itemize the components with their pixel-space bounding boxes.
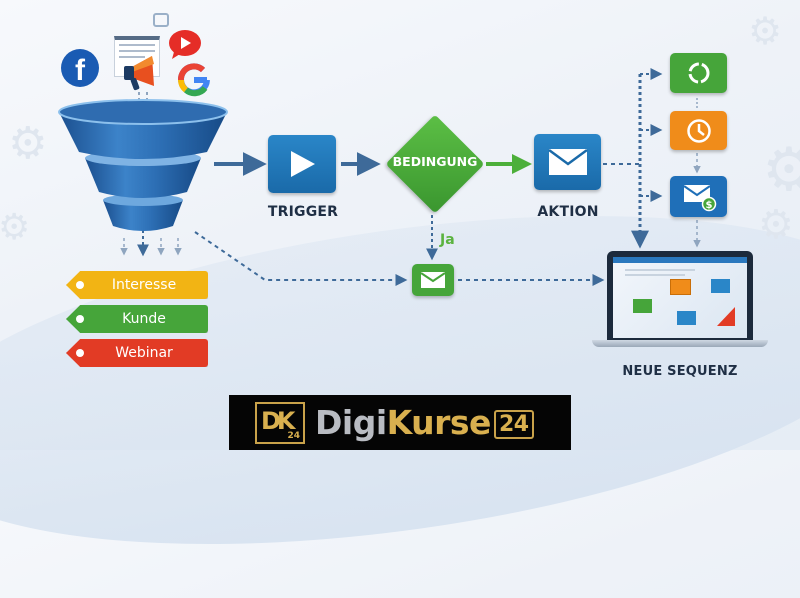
svg-text:$: $ — [705, 200, 712, 211]
tag-hole-icon — [76, 315, 84, 323]
tag-hole-icon — [76, 281, 84, 289]
mail-icon — [547, 148, 588, 175]
seq-mail-icon — [670, 279, 691, 295]
connector-lines — [120, 68, 701, 286]
tag-webinar[interactable]: Webinar — [66, 339, 208, 367]
laptop-base — [592, 340, 768, 347]
youtube-icon — [169, 30, 201, 59]
window-titlebar — [613, 257, 747, 263]
facebook-icon: f — [61, 49, 99, 87]
gear-icon: ⚙ — [0, 207, 31, 248]
laptop-screen[interactable] — [607, 251, 753, 342]
step-mail-offer[interactable]: $ — [670, 176, 727, 217]
trigger-node[interactable] — [268, 135, 336, 193]
tag-interesse[interactable]: Interesse — [66, 271, 208, 299]
trigger-label: TRIGGER — [267, 204, 339, 220]
gear-icon: ⚙ — [758, 202, 794, 248]
yes-label: Ja — [440, 232, 455, 248]
step-wait[interactable] — [670, 111, 727, 150]
seq-mail-icon — [711, 279, 730, 293]
seq-refresh-icon — [633, 299, 652, 313]
action-label: AKTION — [537, 204, 599, 220]
gear-icon: ⚙ — [748, 9, 783, 53]
sequence-label: NEUE SEQUENZ — [622, 364, 738, 379]
logo-mark: DK 24 — [255, 401, 305, 444]
seq-chart-icon — [717, 307, 735, 326]
gear-icon: ⚙ — [762, 135, 800, 205]
seq-mail-icon — [677, 311, 696, 325]
play-icon — [291, 151, 315, 177]
gear-icon: ⚙ — [8, 118, 48, 169]
chat-icon — [153, 13, 169, 27]
step-refresh[interactable] — [670, 53, 727, 93]
refresh-icon — [688, 62, 709, 84]
tag-kunde[interactable]: Kunde — [66, 305, 208, 333]
yes-mail-node[interactable] — [412, 264, 454, 296]
clock-icon — [686, 118, 711, 143]
condition-label: BEDINGUNG — [392, 154, 478, 169]
mail-icon — [420, 272, 446, 288]
mail-dollar-icon: $ — [682, 184, 716, 211]
action-node[interactable] — [534, 134, 601, 190]
tag-hole-icon — [76, 349, 84, 357]
condition-node[interactable]: BEDINGUNG — [385, 114, 485, 214]
megaphone-icon — [124, 56, 154, 91]
google-icon — [178, 63, 210, 97]
